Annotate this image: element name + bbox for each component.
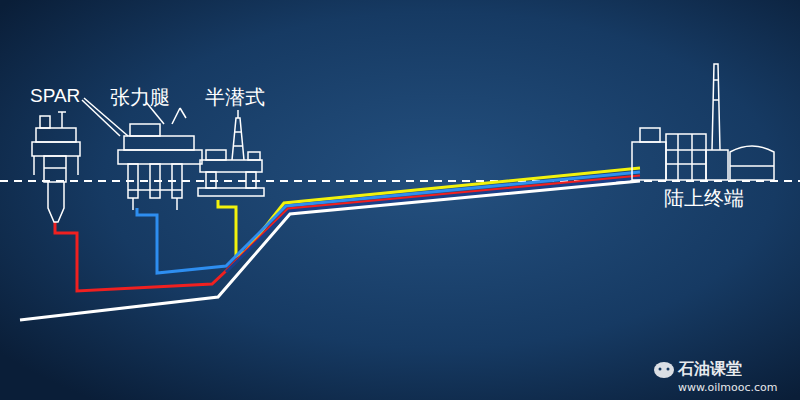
platform-label: SPAR: [30, 86, 80, 107]
seabed: [20, 181, 640, 320]
watermark: 石油课堂: [678, 360, 742, 378]
terminal-label: 陆上终端: [664, 187, 744, 209]
platform-label: 半潜式: [205, 86, 265, 108]
watermark-icon: [654, 362, 674, 378]
semi-submersible: [198, 110, 264, 196]
tlp-platform: [82, 98, 202, 210]
spar-pipeline: [55, 176, 640, 291]
watermark-url: www.oilmooc.com: [678, 382, 778, 394]
pipeline-shadow: [226, 178, 640, 272]
onshore-terminal: [632, 64, 774, 180]
platform-label: 张力腿: [110, 86, 170, 108]
spar-platform: [32, 112, 80, 222]
